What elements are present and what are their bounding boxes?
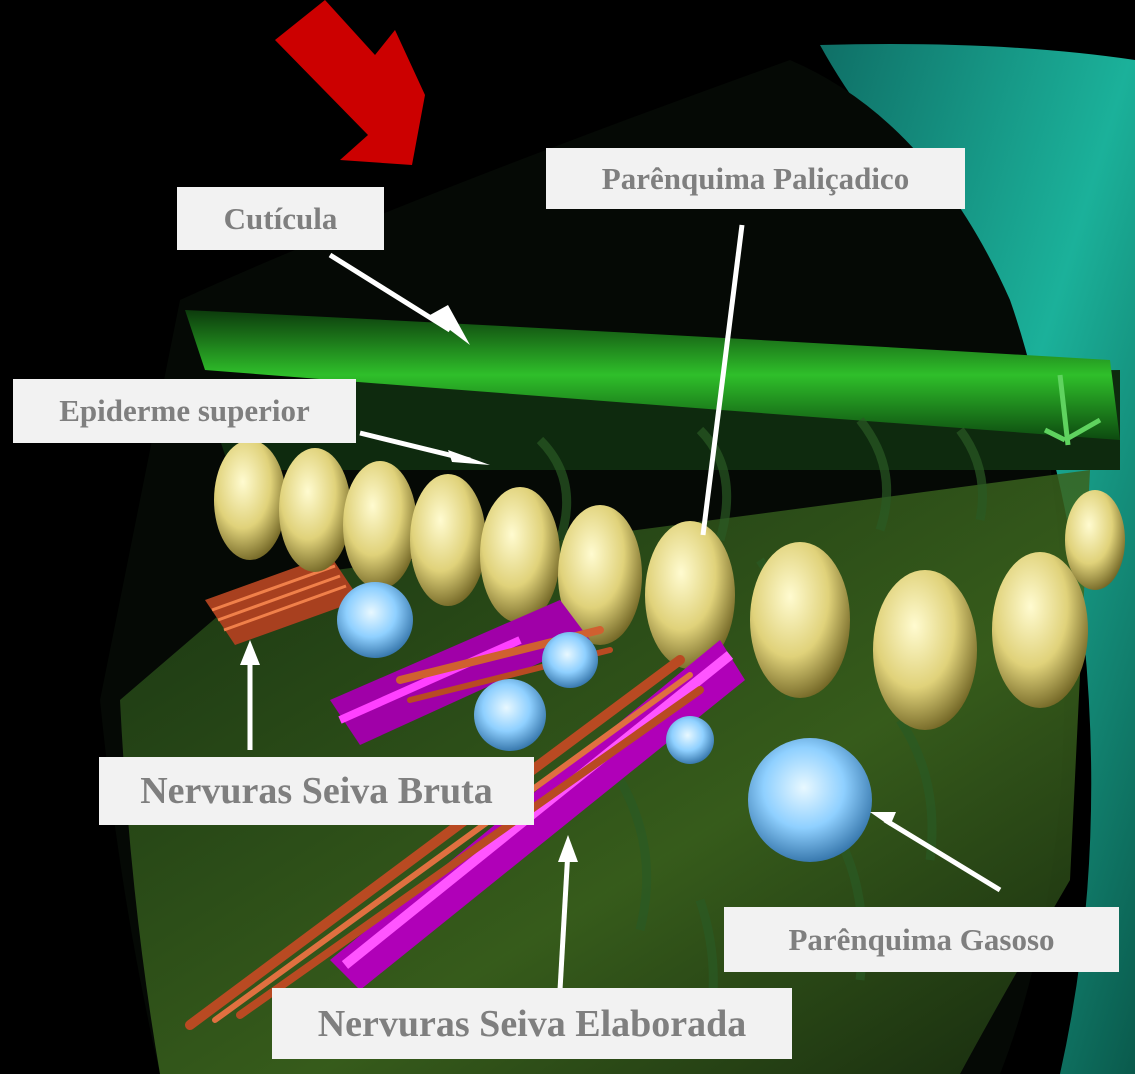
red-pointer-arrow-icon — [275, 0, 425, 165]
label-nervuras-seiva-bruta: Nervuras Seiva Bruta — [99, 757, 534, 825]
label-parenquima-gasoso: Parênquima Gasoso — [724, 907, 1119, 972]
label-cuticula: Cutícula — [177, 187, 384, 250]
label-nervuras-seiva-elaborada: Nervuras Seiva Elaborada — [272, 988, 792, 1059]
label-parenquima-palicadico: Parênquima Paliçadico — [546, 148, 965, 209]
label-epiderme-superior: Epiderme superior — [13, 379, 356, 443]
